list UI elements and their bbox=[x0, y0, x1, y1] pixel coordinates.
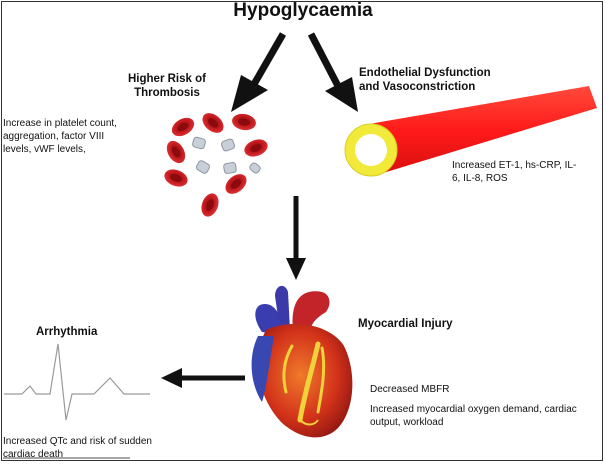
ecg-trace bbox=[4, 343, 150, 421]
arrhythmia-detail-line: Increased QTc and risk of sudden bbox=[3, 436, 152, 447]
red-blood-cell bbox=[202, 113, 224, 133]
thrombosis-heading-line: Higher Risk of bbox=[128, 73, 206, 85]
red-blood-cell bbox=[201, 193, 219, 217]
red-blood-cell bbox=[166, 140, 186, 164]
arrow-to-endothelial bbox=[307, 32, 358, 112]
red-blood-cell bbox=[171, 117, 195, 137]
endothelial-markers: Increased ET-1, hs-CRP, IL- 6, IL-8, ROS bbox=[452, 159, 576, 185]
blood-vessel-illustration bbox=[344, 86, 597, 177]
endothelial-heading: Endothelial Dysfunction and Vasoconstric… bbox=[359, 66, 491, 94]
red-blood-cell bbox=[232, 113, 256, 131]
endothelial-heading-line: and Vasoconstriction bbox=[359, 81, 476, 93]
red-blood-cell bbox=[164, 169, 188, 187]
arrow-to-thrombosis bbox=[231, 32, 287, 112]
platelet bbox=[249, 162, 261, 174]
arrhythmia-details: Increased QTc and risk of sudden cardiac… bbox=[3, 435, 152, 461]
thrombosis-details: Increase in platelet count, aggregation,… bbox=[3, 117, 117, 156]
oxygen-demand-line: Increased myocardial oxygen demand, card… bbox=[370, 404, 577, 415]
platelet bbox=[220, 138, 236, 152]
arrow-to-myocardial bbox=[286, 196, 306, 280]
blood-cells-illustration bbox=[164, 113, 268, 217]
thrombosis-heading-line: Thrombosis bbox=[134, 87, 200, 99]
arrhythmia-detail-line: cardiac death bbox=[3, 449, 64, 460]
thrombosis-detail-line: aggregation, factor VIII bbox=[3, 131, 105, 142]
arrow-to-arrhythmia bbox=[161, 368, 245, 388]
platelet bbox=[223, 162, 237, 174]
thrombosis-detail-line: Increase in platelet count, bbox=[3, 118, 117, 129]
red-blood-cell bbox=[225, 174, 247, 194]
oxygen-demand-text: Increased myocardial oxygen demand, card… bbox=[370, 403, 577, 429]
mbfr-text: Decreased MBFR bbox=[370, 384, 450, 395]
endothelial-heading-line: Endothelial Dysfunction bbox=[359, 67, 491, 79]
myocardial-heading: Myocardial Injury bbox=[358, 318, 453, 330]
endothelial-marker-line: Increased ET-1, hs-CRP, IL- bbox=[452, 160, 577, 171]
red-blood-cell bbox=[244, 139, 268, 157]
thrombosis-heading: Higher Risk of Thrombosis bbox=[128, 72, 206, 100]
arrhythmia-heading: Arrhythmia bbox=[36, 326, 98, 338]
platelet bbox=[192, 136, 206, 150]
thrombosis-detail-line: levels, vWF levels, bbox=[3, 144, 86, 155]
oxygen-demand-line: output, workload bbox=[370, 417, 444, 428]
platelet bbox=[195, 160, 211, 174]
endothelial-marker-line: 6, IL-8, ROS bbox=[452, 173, 508, 184]
diagram-title: Hypoglycaemia bbox=[233, 0, 373, 21]
heart-illustration bbox=[251, 285, 353, 438]
